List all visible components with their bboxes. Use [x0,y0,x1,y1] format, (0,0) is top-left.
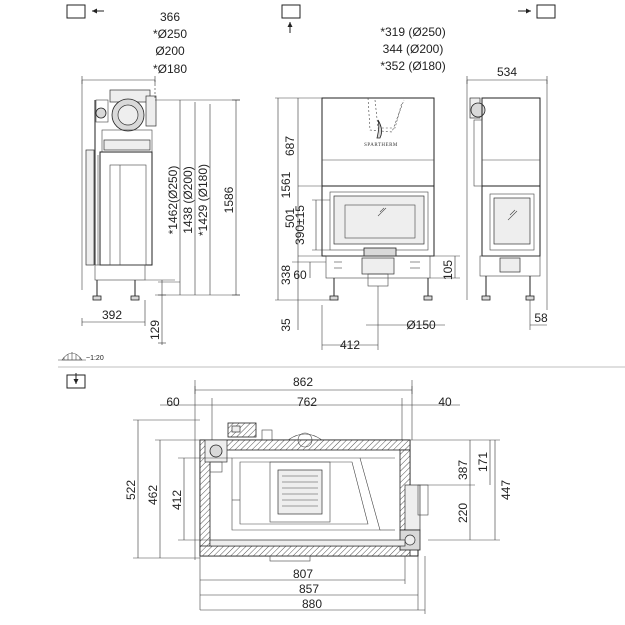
dim-762: 762 [297,395,317,409]
dim-501: 501 [283,208,297,228]
dim-d150: Ø150 [406,318,436,332]
left-view-top-labels: 366 *Ø250 Ø200 *Ø180 [153,10,187,76]
label-width-366: 366 [160,10,180,24]
front-view: SPARTHERM [275,97,460,350]
dim-534: 534 [497,65,517,79]
dim-1438: 1438 (Ø200) [181,166,195,233]
dim-390: 390±15 [293,205,307,245]
label-d180: *Ø180 [153,62,187,76]
dim-338: 338 [279,265,293,285]
view-icon-left [66,4,104,19]
scale-icon [58,352,86,361]
dim-60-plan: 60 [166,395,180,409]
dim-412-front: 412 [340,338,360,352]
right-side-view [466,76,548,330]
left-side-view [81,76,240,345]
dim-58: 58 [534,311,548,325]
label-319: *319 (Ø250) [380,25,445,39]
dim-40-plan: 40 [438,395,452,409]
dim-35: 35 [279,318,293,332]
dim-880: 880 [302,597,322,611]
brand-logo: SPARTHERM [364,143,398,148]
label-d250: *Ø250 [153,27,187,41]
label-352: *352 (Ø180) [380,59,445,73]
dim-1462: *1462(Ø250) [166,166,180,235]
dim-462: 462 [146,485,160,505]
dim-687: 687 [283,136,297,156]
dim-1429: *1429 (Ø180) [196,164,210,236]
dim-447: 447 [499,480,513,500]
view-icon-plan [66,373,86,389]
front-view-top-labels: *319 (Ø250) 344 (Ø200) *352 (Ø180) [380,25,445,73]
dim-60: 60 [293,268,307,282]
dim-392: 392 [102,308,122,322]
dim-1586: 1586 [222,186,236,213]
view-icon-right [518,4,556,19]
dim-105: 105 [441,260,455,280]
dim-387: 387 [456,460,470,480]
dim-129: 129 [148,320,162,340]
dim-412-plan: 412 [170,490,184,510]
label-d200: Ø200 [155,44,185,58]
scale-label: ~1:20 [86,355,104,362]
dim-522: 522 [124,480,138,500]
dim-220: 220 [456,503,470,523]
dim-857: 857 [299,582,319,596]
plan-view [133,380,500,614]
dim-171: 171 [476,452,490,472]
view-icon-front [281,4,301,33]
dim-862: 862 [293,375,313,389]
dim-1561: 1561 [279,171,293,198]
dim-807: 807 [293,567,313,581]
label-344: 344 (Ø200) [383,42,444,56]
